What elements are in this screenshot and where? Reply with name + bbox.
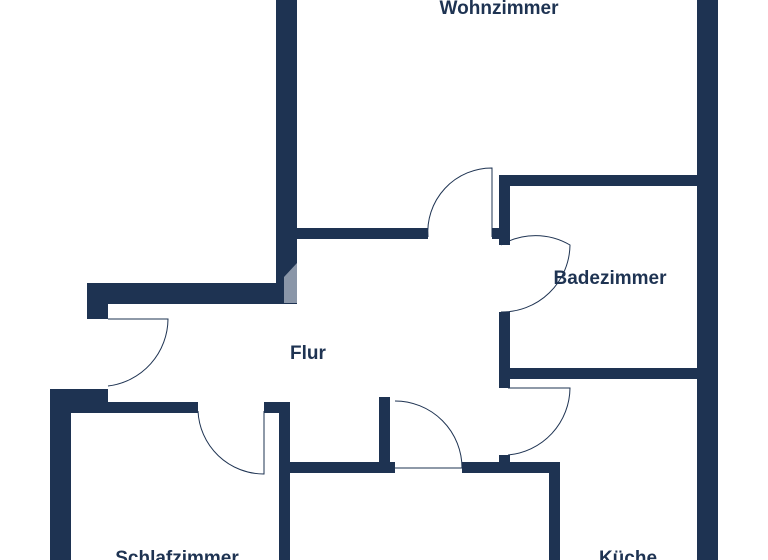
wall-living-doorjamb [492,228,501,239]
wall-entry-stub [87,283,108,319]
wall-bath-left-upper [499,175,510,245]
wall-bath-bottom [499,368,699,379]
wall-bedroom-right [279,402,290,560]
room-label-badezimmer: Badezimmer [554,268,668,289]
wall-storage-left-post [379,397,390,467]
wall-living-left [276,0,297,303]
door-bathroom [500,235,571,313]
walls [50,0,718,560]
wall-bath-top [499,175,699,186]
room-label-schlafzimmer: Schlafzimmer [115,548,239,560]
wall-storage-right [549,462,560,560]
wall-living-bottom [297,228,428,239]
window-pane [284,263,297,303]
wall-bedroom-top [50,402,198,413]
door-storage [394,400,463,469]
wall-bedroom-top-right [264,402,289,413]
wall-entry-top [87,283,297,304]
room-label-wohnzimmer: Wohnzimmer [440,0,560,19]
room-label-flur: Flur [290,343,326,364]
wall-bottom-outer-left [50,392,71,560]
wall-right-outer [697,0,718,560]
doors [107,167,571,475]
door-bedroom [197,410,265,475]
door-entrance [107,318,169,387]
door-living [427,167,493,238]
wall-storage-top-right [462,462,560,473]
wall-bath-left-lower [499,312,510,388]
door-kitchen [507,387,571,456]
wall-storage-top-left [289,462,395,473]
room-label-kueche: Küche [599,548,657,560]
